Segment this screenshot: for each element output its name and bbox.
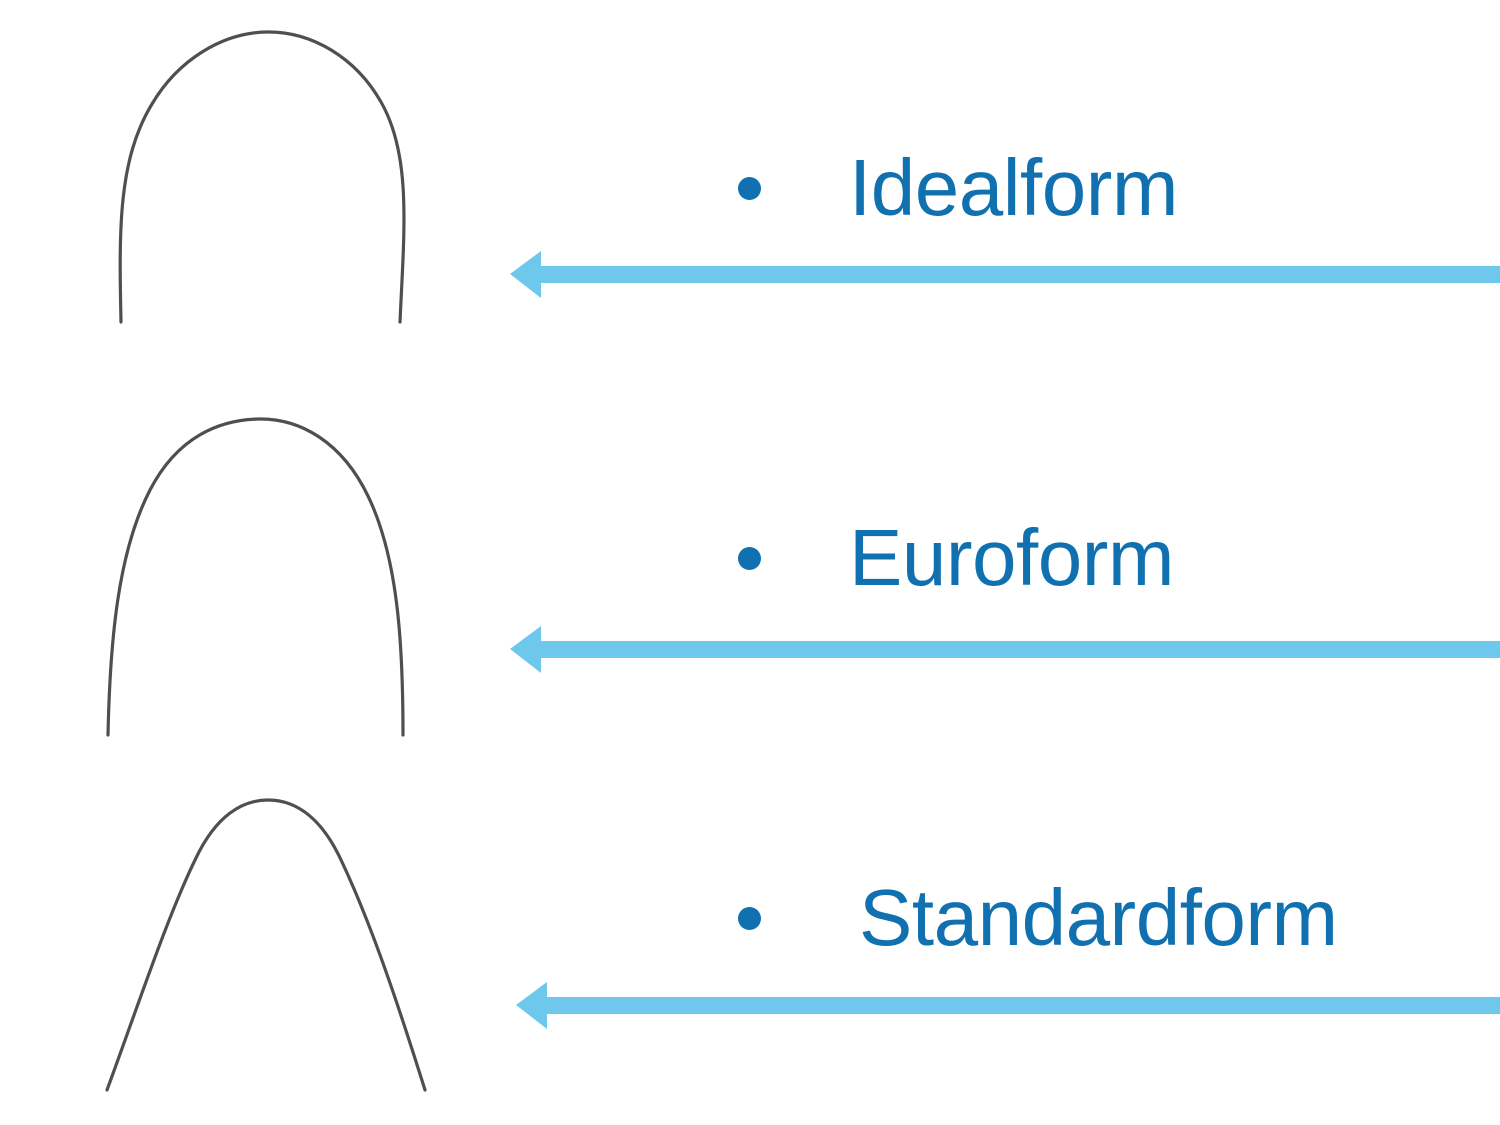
bullet-dot-icon [738,176,761,200]
bullet-label-standardform: Standardform [859,873,1338,962]
archwire-standardform [105,798,427,1092]
bullet-dot-icon [738,906,761,930]
arrow-standardform [516,978,1500,1032]
bullet-item-euroform: Euroform [738,518,1174,598]
bullet-item-standardform: Standardform [738,878,1338,958]
bullet-dot-icon [738,546,761,570]
arrow-euroform [510,622,1500,676]
bullet-item-idealform: Idealform [738,148,1178,228]
archwire-euroform [106,417,405,737]
bullet-label-euroform: Euroform [849,513,1174,602]
archwire-idealform [118,30,406,324]
arrow-idealform [510,247,1500,301]
bullet-label-idealform: Idealform [849,143,1178,232]
